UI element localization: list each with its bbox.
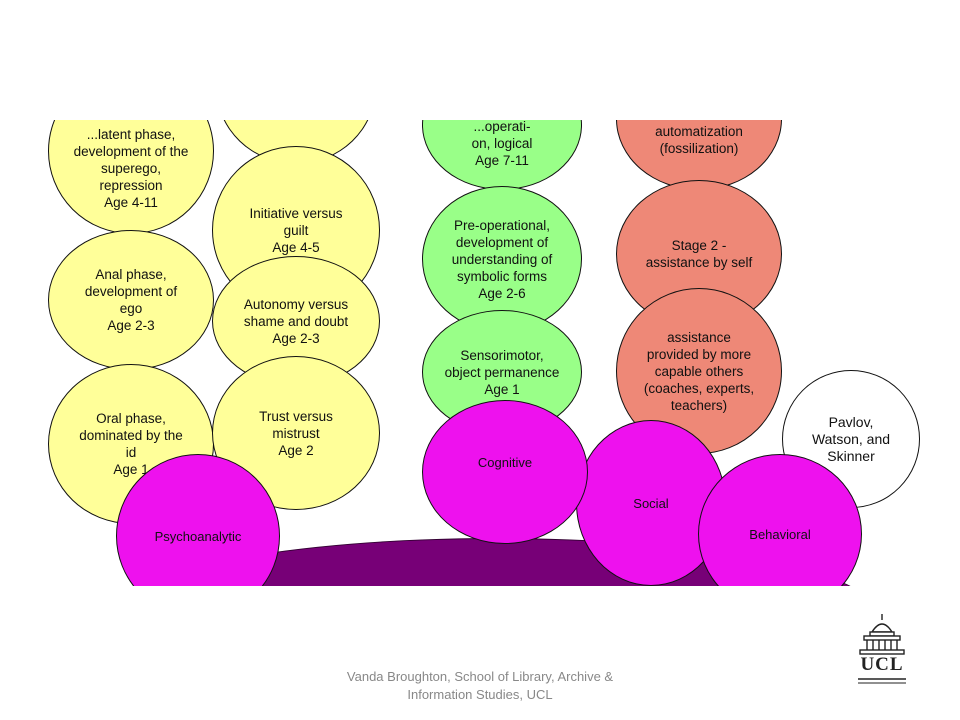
ucl-logo: UCL xyxy=(850,612,914,686)
behavioral-theorists: Pavlov, Watson, and Skinner xyxy=(782,370,920,508)
ucl-wordmark: UCL xyxy=(860,654,904,675)
psychoanalytic-stage-anal: Anal phase, development of ego Age 2-3 xyxy=(48,230,214,370)
footer-caption: Vanda Broughton, School of Library, Arch… xyxy=(346,669,614,702)
psychoanalytic-stage-latent: ...latent phase, development of the supe… xyxy=(48,120,214,234)
cognitive-stage-concrete: ...operati- on, logical Age 7-11 xyxy=(422,120,582,190)
ucl-dome-icon xyxy=(859,614,905,655)
category-behavioral: Behavioral xyxy=(698,454,862,586)
ucl-underline xyxy=(858,678,906,684)
category-cognitive: Cognitive xyxy=(422,400,588,544)
category-psychoanalytic: Psychoanalytic xyxy=(116,454,280,586)
theories-diagram: ...latent phase, development of the supe… xyxy=(46,120,920,586)
cognitive-stage-preoperational: Pre-operational, development of understa… xyxy=(422,186,582,332)
